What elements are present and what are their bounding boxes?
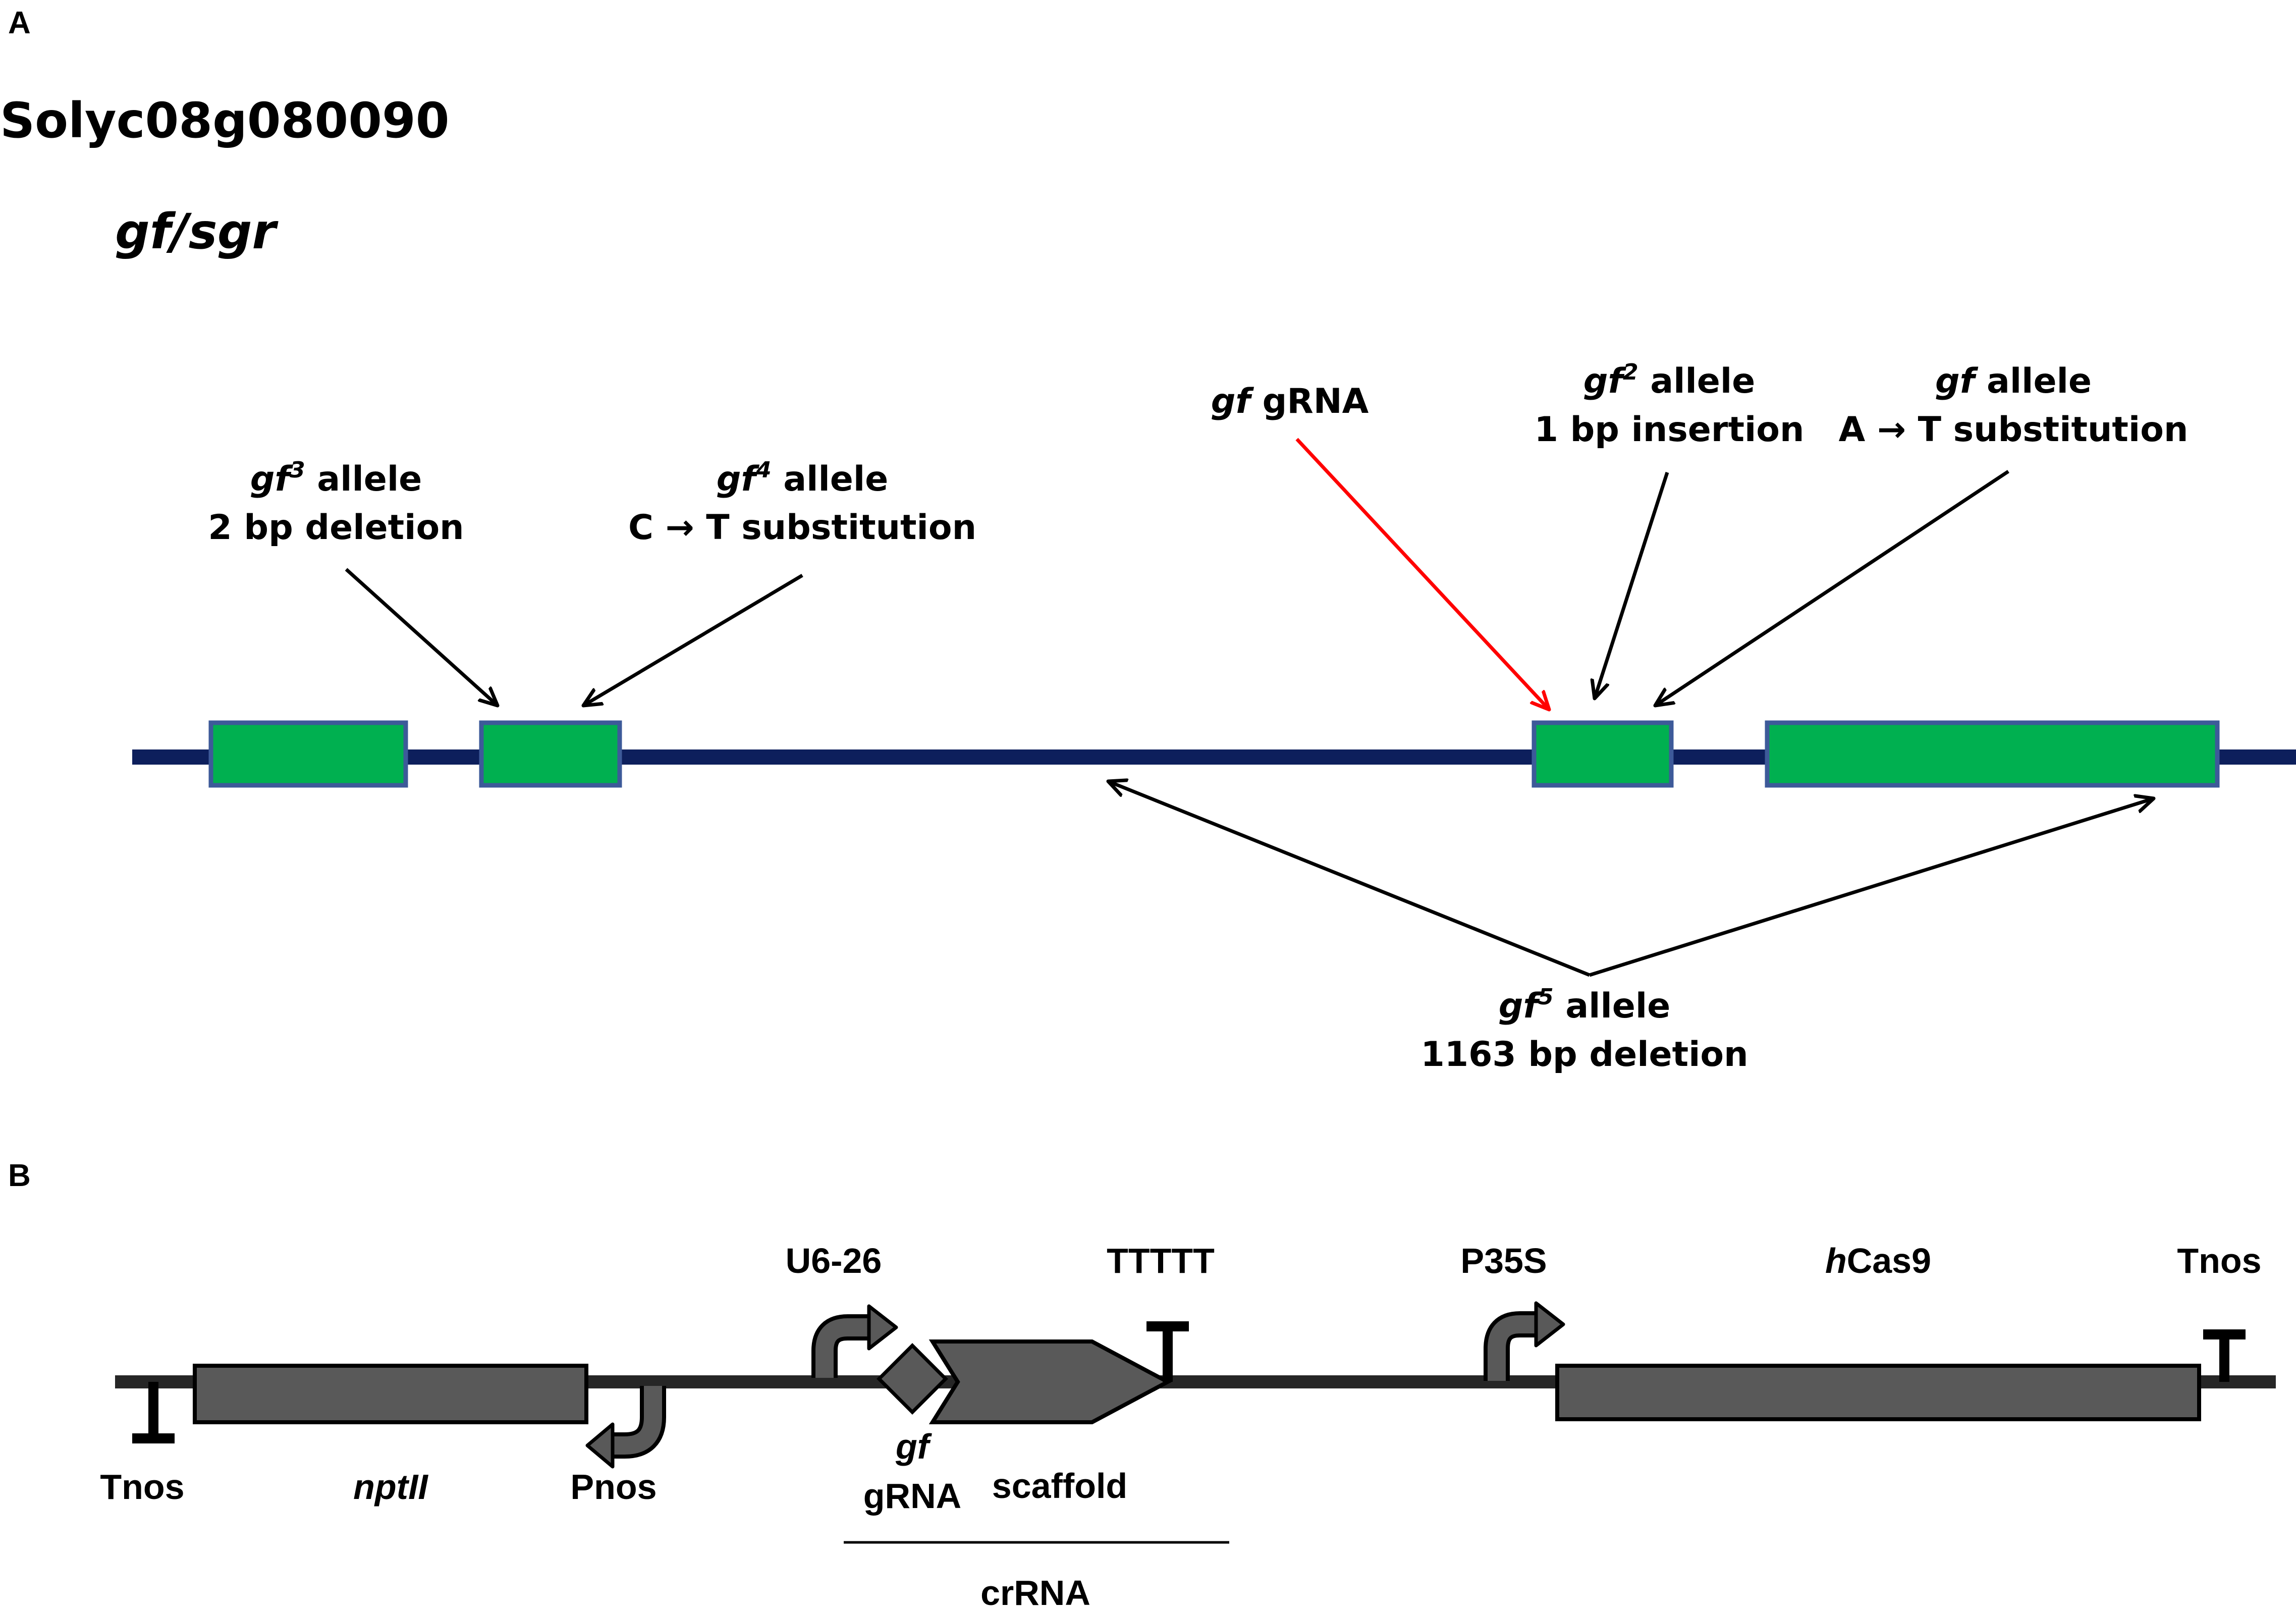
gf4-label: gf4 allele <box>717 457 889 499</box>
gf5-description: 1163 bp deletion <box>1420 1035 1748 1075</box>
gf4-arrow <box>583 573 803 706</box>
gf2-arrow <box>1595 471 1669 699</box>
panel-a: A Solyc08g080090 gf/sgr gf3 allele 2 bp … <box>0 6 2296 1075</box>
grna-arrow <box>1295 438 1549 710</box>
grna-gf-label: gf <box>895 1427 933 1466</box>
gene-id: Solyc08g080090 <box>0 92 450 149</box>
gf2-description: 1 bp insertion <box>1535 410 1805 450</box>
panel-a-letter: A <box>8 6 31 40</box>
nptii-label: nptII <box>353 1467 428 1507</box>
hcas9-label: hCas9 <box>1825 1241 1931 1280</box>
gf3-arrow <box>345 568 498 706</box>
gf5-arrow-left <box>1108 781 1591 977</box>
scaffold-label: scaffold <box>992 1466 1127 1506</box>
gf4-description: C → T substitution <box>628 508 976 548</box>
panel-b-letter: B <box>8 1158 31 1193</box>
tnos-left-label: Tnos <box>100 1467 184 1507</box>
grna-label: gf gRNA <box>1211 382 1369 421</box>
pnos-label: Pnos <box>570 1467 657 1507</box>
scaffold-shape <box>928 1339 1172 1424</box>
p35s-promoter-icon <box>1484 1301 1565 1381</box>
p35s-label: P35S <box>1460 1241 1547 1280</box>
u6-promoter-icon <box>811 1304 898 1378</box>
ttttt-label: TTTTT <box>1107 1241 1215 1280</box>
gf5-arrow-right <box>1589 798 2154 977</box>
u6-label: U6-26 <box>786 1241 882 1280</box>
gf-arrow <box>1655 470 2009 706</box>
gf-description: A → T substitution <box>1839 410 2189 450</box>
exon-2 <box>479 720 622 788</box>
exon-3 <box>1532 720 1674 788</box>
pnos-promoter-icon <box>585 1386 666 1469</box>
grna-word-label: gRNA <box>863 1476 961 1516</box>
gene-name: gf/sgr <box>115 203 279 260</box>
gf2-label: gf2 allele <box>1583 359 1756 401</box>
gf3-description: 2 bp deletion <box>208 508 464 548</box>
tnos-right-label: Tnos <box>2177 1241 2261 1280</box>
nptii-box <box>193 1364 588 1424</box>
tnos-left-terminator-icon <box>132 1382 175 1443</box>
gf5-label: gf5 allele <box>1499 984 1671 1026</box>
panel-b: B Tnos nptII Pnos U6-26 gf gRNA <box>8 1158 2276 1610</box>
exon-4 <box>1765 720 2220 788</box>
exon-1 <box>208 720 408 788</box>
tnos-right-terminator-icon <box>2203 1329 2246 1382</box>
ttttt-terminator-icon <box>1146 1321 1189 1382</box>
gf3-label: gf3 allele <box>250 457 422 499</box>
hcas9-box <box>1555 1364 2201 1421</box>
grna-diamond <box>877 1343 948 1415</box>
crrna-label: crRNA <box>980 1573 1090 1610</box>
gf-label: gf allele <box>1935 361 2092 401</box>
